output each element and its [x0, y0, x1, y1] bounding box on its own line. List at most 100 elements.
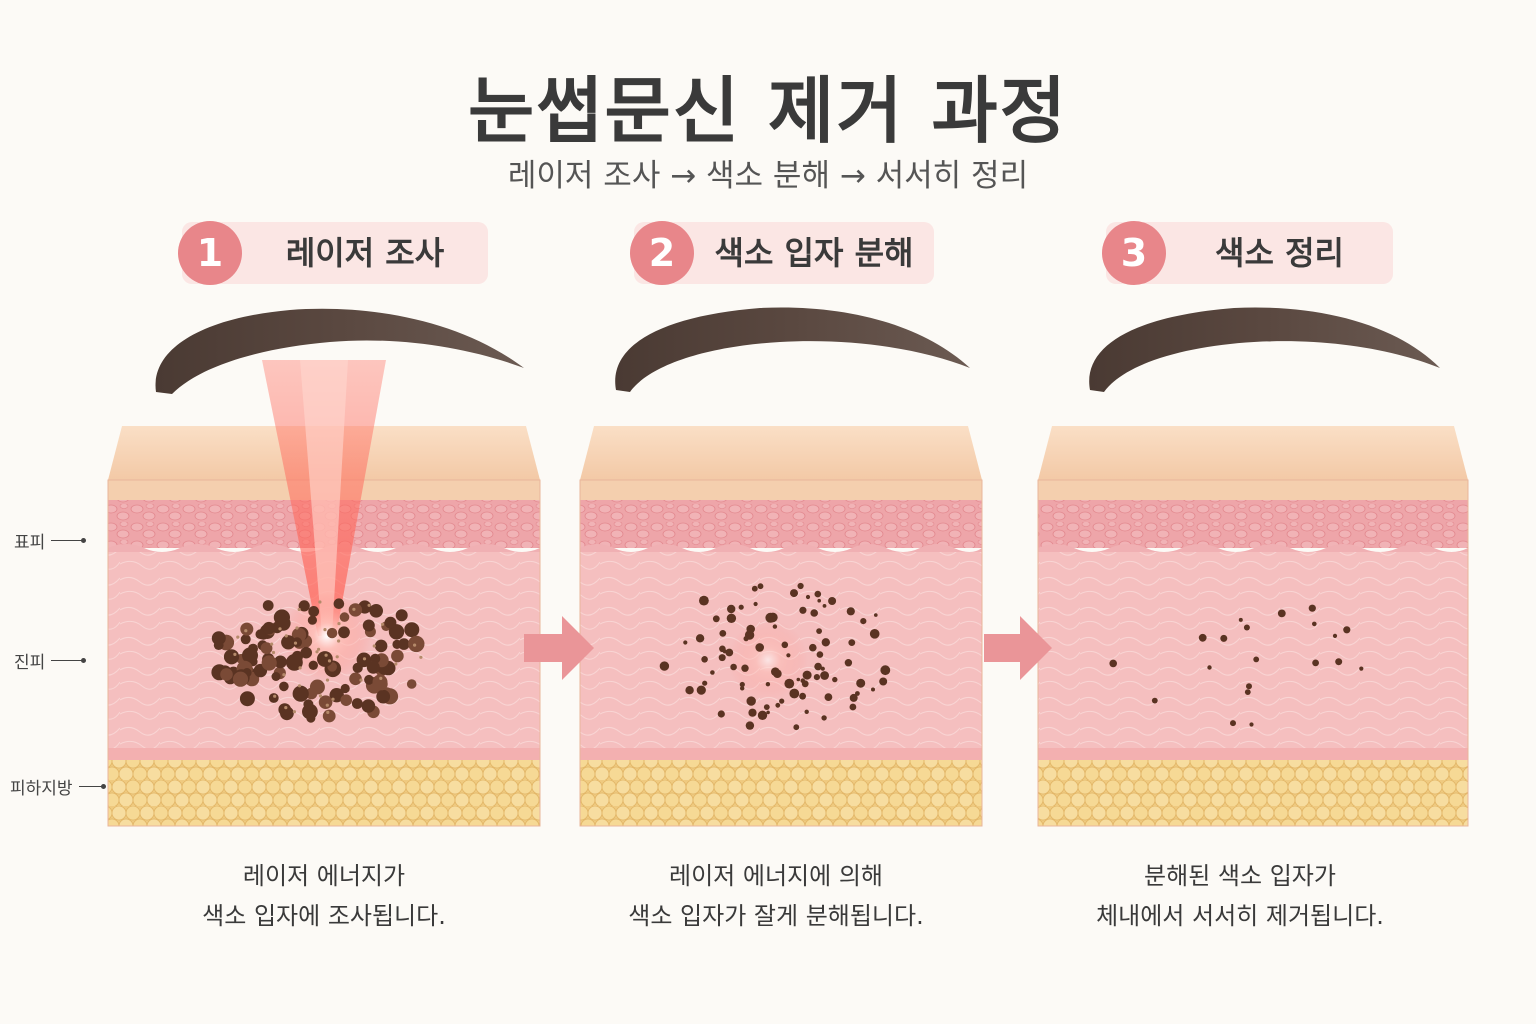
pigment-particle	[1277, 609, 1286, 618]
pigment-particle	[1220, 634, 1228, 642]
pigment-particle	[820, 671, 829, 680]
pigment-particle	[1238, 617, 1243, 622]
pigment-particle	[326, 710, 330, 715]
pigment-particle	[298, 666, 302, 670]
pigment-particle	[822, 604, 827, 608]
pigment-particle	[1312, 621, 1317, 627]
pigment-particle	[813, 674, 821, 681]
pigment-particle	[297, 684, 302, 688]
pigment-particle	[362, 619, 375, 632]
step-3-label: 색소 정리	[1215, 234, 1344, 272]
pigment-particle	[659, 661, 670, 671]
pigment-particle	[366, 660, 380, 674]
pigment-particle	[318, 694, 323, 698]
pigment-particle	[1335, 658, 1343, 666]
pigment-particle	[244, 629, 248, 633]
pigment-particle	[1207, 665, 1212, 670]
pigment-particle	[789, 688, 800, 699]
pigment-particle	[824, 693, 833, 701]
pigment-particle	[855, 691, 860, 696]
pigment-residue	[1109, 604, 1364, 727]
pigment-particle	[821, 715, 827, 721]
pigment-particle	[322, 709, 336, 723]
pigment-particle	[270, 642, 274, 646]
pigment-particle	[317, 647, 321, 651]
pigment-particle	[262, 621, 276, 635]
pigment-particle	[763, 704, 770, 710]
pigment-particle	[844, 659, 853, 667]
step-2-caption: 레이저 에너지에 의해 색소 입자가 잘게 분해됩니다.	[628, 862, 924, 930]
pigment-particle	[268, 693, 279, 703]
pigment-particle	[236, 635, 240, 639]
pigment-particle	[809, 643, 817, 652]
pigment-particle	[849, 703, 857, 711]
step-1-number: 1	[178, 221, 242, 285]
pigment-particle	[801, 680, 809, 688]
pigment-particle	[1151, 697, 1158, 704]
pigment-particle	[232, 671, 249, 687]
pigment-particle	[816, 628, 822, 634]
step-2-number: 2	[630, 221, 694, 285]
pigment-particle	[339, 612, 350, 622]
pigment-particle	[325, 678, 330, 682]
page-subtitle: 레이저 조사 → 색소 분해 → 서서히 정리	[507, 158, 1029, 194]
pigment-particle	[261, 655, 277, 671]
page-title: 눈썹문신 제거 과정	[467, 69, 1069, 153]
pigment-particle	[696, 685, 706, 695]
pigment-particle	[784, 678, 795, 689]
pigment-particle	[683, 640, 688, 645]
pigment-particle	[786, 653, 791, 658]
pigment-particle	[395, 609, 408, 622]
pigment-particle	[748, 708, 757, 717]
pigment-particle	[369, 604, 384, 618]
pigment-cluster	[211, 598, 425, 723]
pigment-particle	[260, 642, 273, 655]
pigment-particle	[880, 665, 891, 676]
pigment-particle	[284, 634, 288, 638]
pigment-particle	[308, 660, 318, 670]
pigment-particle	[406, 679, 417, 689]
pigment-particle	[746, 624, 755, 634]
pigment-particle	[404, 622, 420, 638]
pigment-particle	[335, 655, 339, 659]
pigment-particle	[367, 603, 371, 607]
pigment-particle	[765, 612, 776, 623]
pigment-particle	[874, 613, 878, 617]
pigment-particle	[284, 706, 288, 710]
step-1-label: 레이저 조사	[285, 234, 445, 272]
pigment-particle	[775, 702, 781, 708]
pigment-particle	[338, 626, 350, 639]
pigment-particle	[860, 618, 867, 625]
pigment-particle	[828, 597, 837, 605]
pigment-particle	[318, 600, 322, 604]
pigment-particle	[771, 667, 780, 676]
pigment-particle	[685, 686, 694, 695]
pigment-particle	[286, 654, 303, 671]
eyebrow-icon	[155, 307, 1440, 394]
pigment-particle	[408, 635, 425, 653]
skin-block-3	[1037, 426, 1469, 827]
pigment-particle	[394, 662, 398, 666]
laser-beam-icon	[262, 360, 386, 680]
step-3-caption: 분해된 색소 입자가 체내에서 서서히 제거됩니다.	[1096, 862, 1384, 930]
pigment-particle	[804, 709, 809, 714]
pigment-particle	[361, 699, 376, 713]
pigment-particle	[793, 724, 800, 731]
step-2-header: 2 색소 입자 분해	[630, 221, 934, 285]
pigment-particle	[725, 648, 734, 657]
pigment-particle	[278, 627, 282, 631]
pigment-particle	[695, 634, 705, 643]
pigment-particle	[1308, 604, 1316, 612]
pigment-particle	[340, 694, 353, 706]
step-1-caption: 레이저 에너지가 색소 입자에 조사됩니다.	[202, 862, 446, 930]
pigment-particle	[262, 600, 274, 611]
pigment-particle	[738, 604, 744, 610]
pigment-particle	[796, 677, 801, 682]
pigment-particle	[1244, 689, 1251, 695]
pigment-particle	[790, 589, 798, 598]
pigment-particle	[374, 639, 388, 653]
pigment-particle	[719, 630, 727, 637]
step-1-header: 1 레이저 조사	[178, 221, 488, 285]
pigment-particle	[240, 634, 251, 645]
